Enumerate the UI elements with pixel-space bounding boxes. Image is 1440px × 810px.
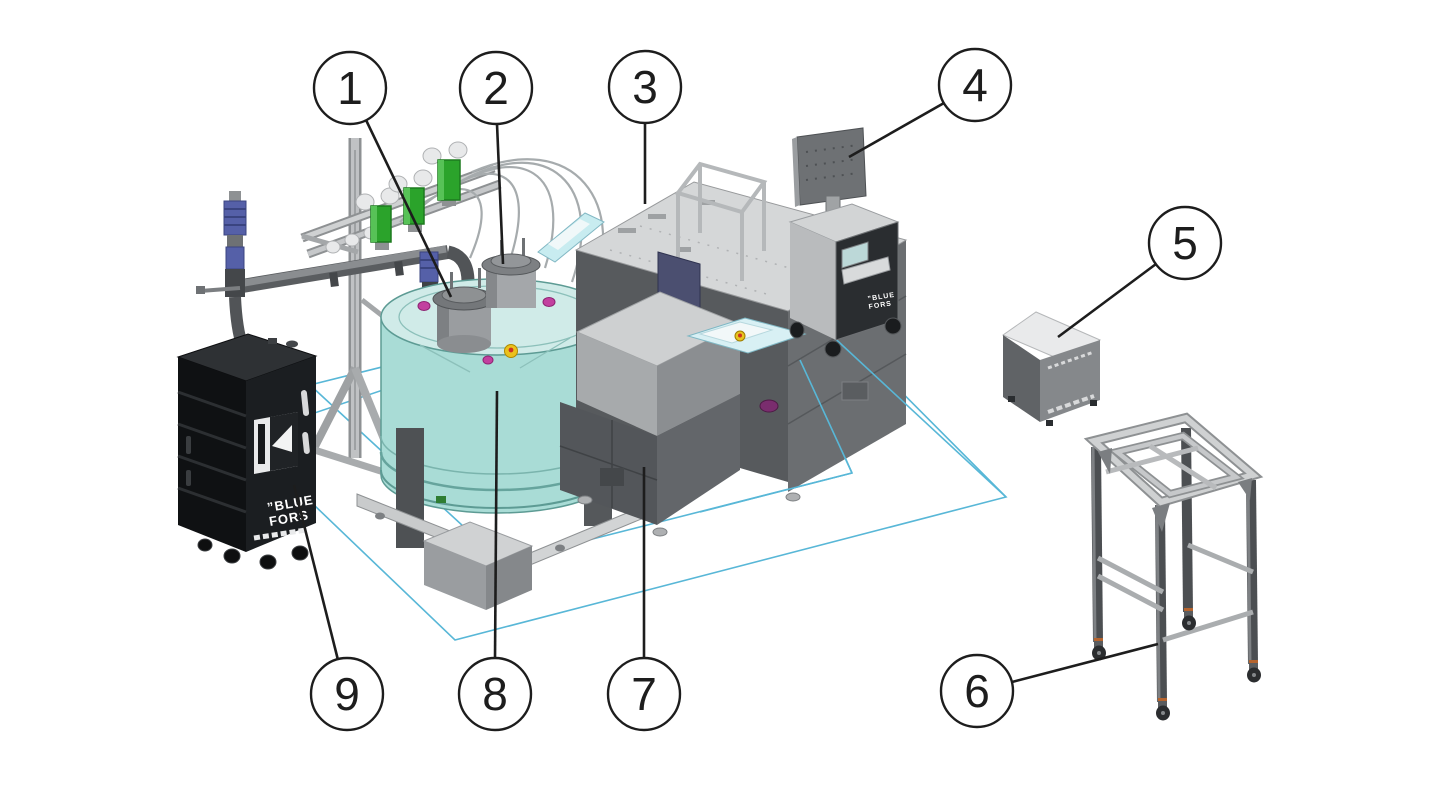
callout-number: 1 bbox=[337, 62, 363, 114]
callout-circle bbox=[606, 656, 682, 732]
callout-9: 9 bbox=[292, 484, 385, 732]
callout-number: 2 bbox=[483, 62, 509, 114]
callout-number: 6 bbox=[964, 665, 990, 717]
cabinet-window-cutout bbox=[254, 412, 298, 474]
callout-2: 2 bbox=[458, 50, 534, 265]
purple-caster bbox=[759, 399, 779, 413]
frame-stand-illustration bbox=[1083, 412, 1264, 721]
callout-number: 9 bbox=[334, 668, 360, 720]
callout-6: 6 bbox=[939, 642, 1159, 729]
callout-circle bbox=[309, 656, 385, 732]
callouts: 1 2 3 4 5 6 7 8 9 bbox=[292, 47, 1223, 732]
floor-outline-overlay bbox=[699, 331, 1007, 513]
cart-logo-line2: FORS bbox=[868, 300, 892, 311]
hoist-ring-accents bbox=[417, 297, 556, 365]
cable-chute-illustration bbox=[537, 212, 605, 263]
frame-casters bbox=[1092, 608, 1261, 721]
cryostat-port-2 bbox=[481, 238, 541, 308]
callout-leader-line bbox=[1011, 642, 1159, 684]
callout-circle bbox=[937, 47, 1013, 123]
callout-circle bbox=[1147, 205, 1223, 281]
callout-leader-line bbox=[493, 390, 499, 659]
callout-1: 1 bbox=[312, 50, 453, 298]
callout-number: 3 bbox=[632, 61, 658, 113]
callout-leader-line bbox=[1057, 262, 1157, 339]
electronics-box-illustration bbox=[1001, 311, 1102, 426]
monitor-cart-illustration: ”BLUE FORS bbox=[788, 127, 902, 358]
enclosure-rear-frame bbox=[674, 161, 768, 281]
monitor-panel bbox=[796, 127, 867, 206]
gas-manifold-illustration bbox=[325, 141, 605, 297]
callout-leader-line bbox=[848, 101, 945, 159]
cart-logo-line1: ”BLUE bbox=[867, 292, 895, 303]
cabinet-logo-line2: FORS bbox=[268, 507, 310, 529]
control-tray bbox=[686, 317, 807, 354]
callout-leader-line bbox=[495, 123, 505, 265]
callout-number: 5 bbox=[1172, 217, 1198, 269]
callout-circle bbox=[458, 50, 534, 126]
callout-3: 3 bbox=[607, 49, 683, 204]
callout-circle bbox=[939, 653, 1015, 729]
callout-number: 4 bbox=[962, 59, 988, 111]
callout-number: 7 bbox=[631, 668, 657, 720]
callout-leader-line bbox=[364, 119, 453, 298]
callout-4: 4 bbox=[848, 47, 1013, 159]
callout-7: 7 bbox=[606, 467, 682, 732]
callout-8: 8 bbox=[457, 390, 533, 732]
callout-circle bbox=[312, 50, 388, 126]
callout-leader-line bbox=[292, 484, 340, 661]
black-cabinet-illustration: ”BLUE FORS bbox=[176, 333, 318, 570]
callout-circle bbox=[607, 49, 683, 125]
callout-5: 5 bbox=[1057, 205, 1223, 339]
callout-number: 8 bbox=[482, 668, 508, 720]
callout-circle bbox=[457, 656, 533, 732]
